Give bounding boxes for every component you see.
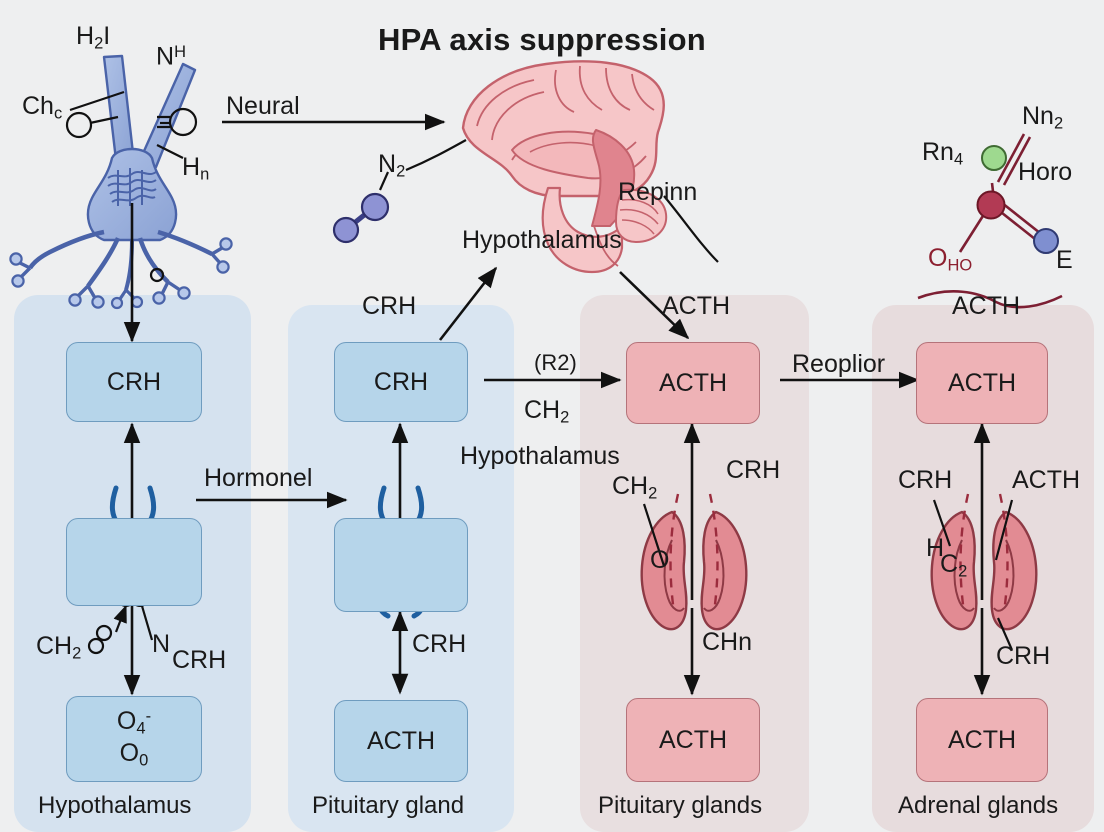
col1-receptor-label-ch2: CH2 [36, 632, 82, 663]
node-col4-acth-bottom-label: ACTH [947, 725, 1017, 754]
col3-arrow-label-chn: CHn [702, 628, 753, 656]
node-col4-acth-top[interactable]: ACTH [916, 342, 1048, 424]
col4-organ-label-acth: ACTH [1012, 466, 1081, 494]
node-col2-crh[interactable]: CRH [334, 342, 468, 422]
molecule-label-e: E [1056, 246, 1073, 274]
col3-organ-label-crh: CRH [726, 456, 781, 484]
node-col1-crh-label: CRH [106, 367, 162, 396]
n2-label: N2 [378, 150, 406, 181]
node-col4-acth-top-label: ACTH [947, 368, 1017, 397]
col3-footer-label: Pituitary glands [598, 792, 763, 819]
col2-header-label: CRH [362, 292, 417, 320]
molecule-label-nn2: Nn2 [1022, 102, 1064, 133]
arrow-label-reoplior: Reoplior [792, 350, 886, 378]
col3-header-label: ACTH [662, 292, 731, 320]
col1-footer-label: Hypothalamus [38, 792, 192, 819]
arrow-label-ch2: CH2 [524, 396, 570, 427]
arrow-label-r2: (R2) [534, 350, 577, 375]
neuron-label-chc: Chc [22, 92, 63, 123]
neuron-circle-glyphs [65, 107, 198, 283]
col3-organ-label-o: O [650, 546, 670, 574]
node-col2-crh-label: CRH [373, 367, 429, 396]
node-col1-receptor-box[interactable] [66, 518, 202, 606]
node-col1-crh[interactable]: CRH [66, 342, 202, 422]
node-col2-acth[interactable]: ACTH [334, 700, 468, 782]
neuron-leader-lines [69, 90, 184, 159]
col1-receptor-label-crh: CRH [172, 646, 227, 674]
molecule-label-horo: Horo [1018, 158, 1073, 186]
node-col3-acth-top-label: ACTH [658, 368, 728, 397]
col4-arrow-label-crh: CRH [996, 642, 1051, 670]
col2-arrow-label-crh: CRH [412, 630, 467, 658]
brain-label-repinn: Repinn [618, 178, 698, 206]
brain-label-hypothalamus: Hypothalamus [462, 226, 622, 254]
arrow-label-hormonel: Hormonel [204, 464, 313, 492]
neuron-label-nh: NH [156, 42, 186, 71]
molecule-label-oho: OHO [928, 244, 973, 275]
node-col3-acth-bottom[interactable]: ACTH [626, 698, 760, 782]
col4-organ-label-c2: C2 [940, 550, 968, 581]
arrow-label-neural: Neural [226, 92, 300, 120]
node-col2-acth-label: ACTH [366, 726, 436, 755]
neuron-terminals [9, 168, 233, 310]
col3-organ-label-ch2: CH2 [612, 472, 658, 503]
col1-receptor-label-n: N [152, 630, 171, 658]
col4-organ-label-crh: CRH [898, 466, 953, 494]
col4-organ-label-h: H [926, 534, 945, 562]
col2-footer-label: Pituitary gland [312, 792, 465, 819]
node-col1-bottom-line2: O0 [119, 739, 149, 770]
col4-footer-label: Adrenal glands [898, 792, 1059, 819]
col4-header-label: ACTH [952, 292, 1021, 320]
molecule-label-rn4: Rn4 [922, 138, 964, 169]
page-title: HPA axis suppression [378, 22, 706, 57]
node-col4-acth-bottom[interactable]: ACTH [916, 698, 1048, 782]
node-col3-acth-bottom-label: ACTH [658, 725, 728, 754]
neuron-label-h2i: H2I [76, 22, 111, 53]
node-col1-bottom-line1: O4- [116, 707, 152, 738]
arrow-label-hypothalamus-mid: Hypothalamus [460, 442, 620, 470]
node-col2-receptor-box[interactable] [334, 518, 468, 612]
node-col3-acth-top[interactable]: ACTH [626, 342, 760, 424]
neuron-label-hn: Hn [182, 153, 210, 184]
node-col1-bottom[interactable]: O4- O0 [66, 696, 202, 782]
